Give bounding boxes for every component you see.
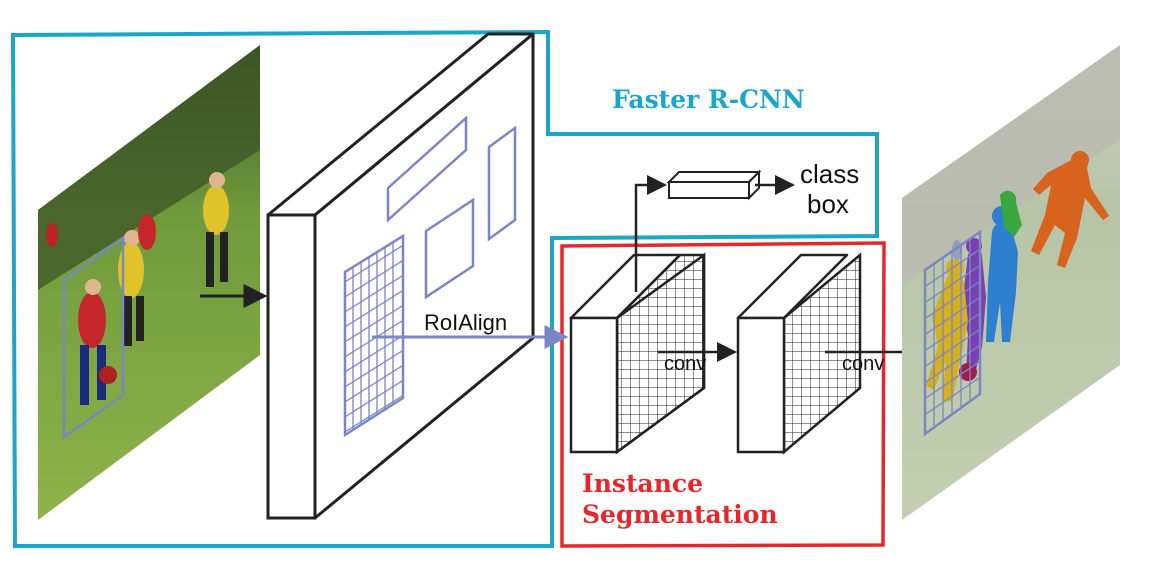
- input-roi-box: [62, 235, 125, 440]
- faster-rcnn-frame: [10, 29, 879, 548]
- conv-label-2: conv: [842, 353, 884, 375]
- instance-segmentation-frame: [560, 241, 886, 548]
- class-branch-arrow: [634, 175, 667, 292]
- roi-grid: [343, 233, 405, 438]
- instance-segmentation-title-line2: Segmentation: [582, 500, 778, 529]
- class-label: class: [800, 159, 859, 189]
- input-photo: [38, 45, 260, 520]
- roialign-label: RoIAlign: [424, 310, 507, 335]
- output-photo: [902, 45, 1120, 520]
- head-block-1: [569, 252, 706, 455]
- region-proposals: [386, 115, 517, 300]
- fc-layer: [666, 169, 762, 201]
- faster-rcnn-title: Faster R-CNN: [612, 85, 805, 114]
- soccer-players-photo-icon: [46, 172, 229, 405]
- output-roi-grid: [923, 229, 982, 437]
- conv-label-1: conv: [664, 353, 706, 375]
- box-label: box: [807, 189, 849, 219]
- backbone-feature-map: [266, 32, 535, 520]
- instance-segmentation-title-line1: Instance: [582, 469, 703, 498]
- head-block-2: [736, 252, 862, 455]
